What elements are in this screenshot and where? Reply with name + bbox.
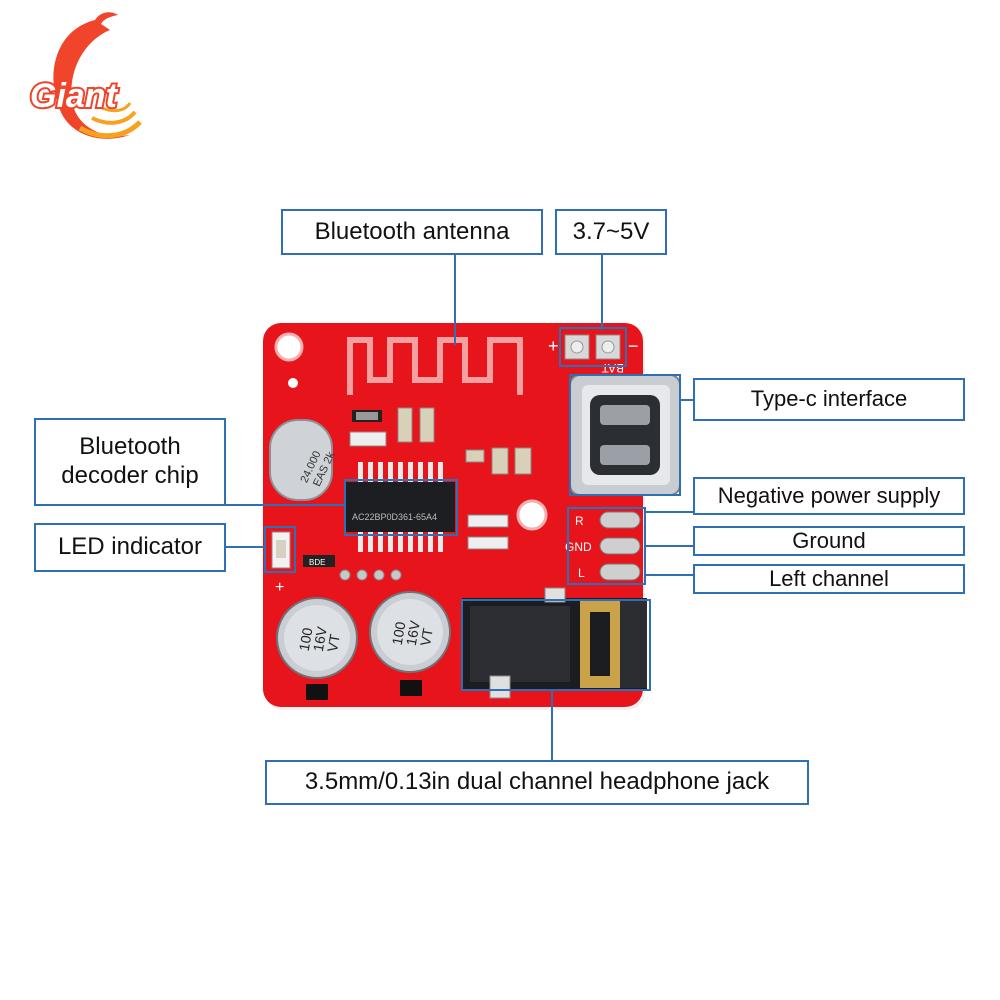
cap2-line-1: 100 [389, 620, 409, 646]
callout-negative-power-supply: Negative power supply [693, 477, 965, 515]
bat-label: BAT [601, 361, 624, 375]
cap1-line-1: 100 [296, 626, 316, 652]
callout-ground: Ground [693, 526, 965, 556]
pad-label-gnd: GND [565, 540, 592, 554]
callout-typec-interface: Type-c interface [693, 378, 965, 421]
callout-bluetooth-antenna: Bluetooth antenna [281, 209, 543, 255]
cap2-line-3: VT [417, 626, 436, 647]
board-plus: + [548, 336, 559, 356]
callout-bluetooth-decoder-chip: Bluetooth decoder chip [34, 418, 226, 506]
leader-lines [226, 254, 693, 762]
antenna-trace [347, 337, 523, 395]
led-code: BDE [309, 558, 325, 567]
cap2-line-2: 16V [403, 619, 423, 647]
cap1-line-2: 16V [310, 625, 330, 653]
capacitor-1: 100 16V VT [276, 597, 358, 700]
crystal-oscillator: 24.000 EAS 2k [269, 419, 338, 501]
capacitor-2: 100 16V VT [369, 591, 451, 696]
pad-label-r: R [575, 514, 584, 528]
callout-headphone-jack: 3.5mm/0.13in dual channel headphone jack [265, 760, 809, 805]
typec-connector [569, 374, 681, 496]
headphone-jack [462, 587, 647, 699]
led-plus: + [275, 579, 284, 596]
pcb-board: + − BAT 24.000 EAS 2k [263, 323, 681, 710]
board-minus: − [628, 336, 639, 356]
logo-text: Giant [30, 77, 119, 115]
pad-label-l: L [578, 566, 585, 580]
callout-voltage: 3.7~5V [555, 209, 667, 255]
callout-led-indicator: LED indicator [34, 523, 226, 572]
chip-marking: AC22BP0D361-65A4 [352, 512, 437, 522]
cap1-line-3: VT [324, 632, 343, 653]
giant-logo: Giant [28, 12, 142, 139]
output-pads: R GND L [565, 511, 641, 581]
callout-left-channel: Left channel [693, 564, 965, 594]
decoder-chip: AC22BP0D361-65A4 [345, 462, 455, 552]
